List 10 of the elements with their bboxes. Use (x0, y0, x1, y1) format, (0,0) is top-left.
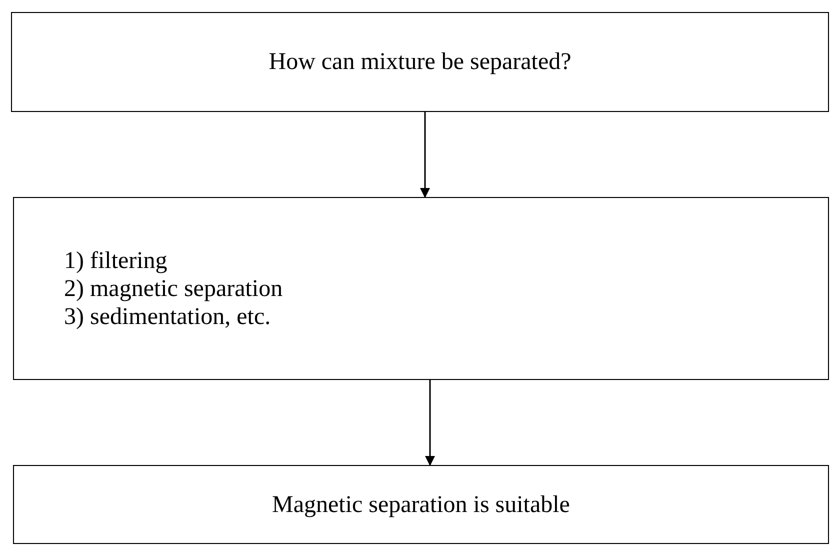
list-item: 3) sedimentation, etc. (64, 302, 271, 330)
arrow (425, 380, 435, 466)
process-box (13, 197, 829, 380)
process-box (11, 12, 829, 112)
list-item: 1) filtering (64, 246, 168, 274)
process-box (13, 465, 829, 544)
list-item: 2) magnetic separation (64, 274, 283, 302)
arrow (420, 112, 430, 198)
box-text: Magnetic separation is suitable (272, 490, 570, 518)
box-text: How can mixture be separated? (268, 48, 572, 76)
